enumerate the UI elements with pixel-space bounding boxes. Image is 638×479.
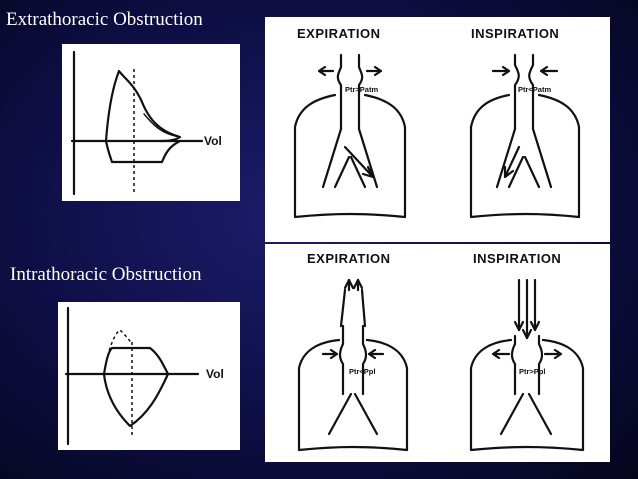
airflow-arrow (343, 145, 375, 179)
thorax-outline (469, 338, 585, 452)
normal-expiratory-peak (103, 329, 133, 375)
expiratory-curve (104, 69, 182, 143)
bronchi (499, 392, 553, 436)
intrathoracic-title: Intrathoracic Obstruction (10, 264, 202, 285)
trachea-walls (338, 324, 368, 396)
outward-arrows (491, 348, 563, 360)
right-inward-arrow (365, 65, 383, 77)
intrathoracic-airway-panel: EXPIRATION Ptr<Ppl INSPIRATION Ptr>Ppl (265, 244, 610, 462)
extrathoracic-title: Extrathoracic Obstruction (6, 9, 203, 30)
thorax-outline (297, 338, 409, 452)
downward-airflow-arrows (517, 278, 537, 340)
pressure-label: Ptr<Patm (518, 85, 551, 94)
inspiration-heading: INSPIRATION (471, 26, 559, 41)
volume-axis-label: Vol (204, 134, 222, 148)
trachea-walls (510, 334, 544, 396)
inspiration-heading: INSPIRATION (473, 251, 561, 266)
extrathoracic-flow-volume-graph: Vol (62, 44, 240, 201)
inward-arrows (321, 348, 385, 360)
inspiratory-curve (102, 372, 170, 428)
upward-airflow-arrows (339, 278, 367, 328)
pressure-label: Ptr>Ppl (519, 367, 545, 376)
trachea-right-wall (357, 53, 364, 131)
pressure-label: Ptr<Ppl (349, 367, 375, 376)
expiration-heading: EXPIRATION (307, 251, 391, 266)
trachea-left-wall (336, 53, 343, 131)
bronchi (321, 127, 379, 189)
trachea-left-wall (513, 53, 520, 131)
right-inward-arrow (539, 65, 559, 77)
left-inward-arrow (491, 65, 511, 77)
pressure-label: Ptr>Patm (345, 85, 378, 94)
normal-curve-trace (143, 113, 181, 138)
intrathoracic-inspiration-diagram: INSPIRATION Ptr>Ppl (469, 251, 585, 452)
extrathoracic-expiration-diagram: EXPIRATION Ptr>Patm (293, 26, 407, 219)
thorax-outline (293, 93, 407, 219)
extrathoracic-inspiration-diagram: INSPIRATION Ptr<Patm (469, 26, 581, 219)
thorax-outline (469, 93, 581, 219)
left-inward-arrow (317, 65, 335, 77)
airflow-arrow (503, 145, 521, 179)
bronchi (495, 127, 553, 189)
extrathoracic-airway-panel: EXPIRATION Ptr>Patm INSPIRATION Ptr<Patm (265, 17, 610, 242)
bronchi (327, 392, 379, 436)
arrowheads (343, 278, 364, 290)
expiration-heading: EXPIRATION (297, 26, 381, 41)
inspiratory-plateau (104, 139, 182, 164)
expiratory-plateau (102, 346, 170, 376)
trachea-right-wall (528, 53, 535, 131)
intrathoracic-flow-volume-graph: Vol (58, 302, 240, 450)
volume-axis-label: Vol (206, 367, 224, 381)
arrowheads (513, 320, 541, 340)
intrathoracic-expiration-diagram: EXPIRATION Ptr<Ppl (297, 251, 409, 452)
